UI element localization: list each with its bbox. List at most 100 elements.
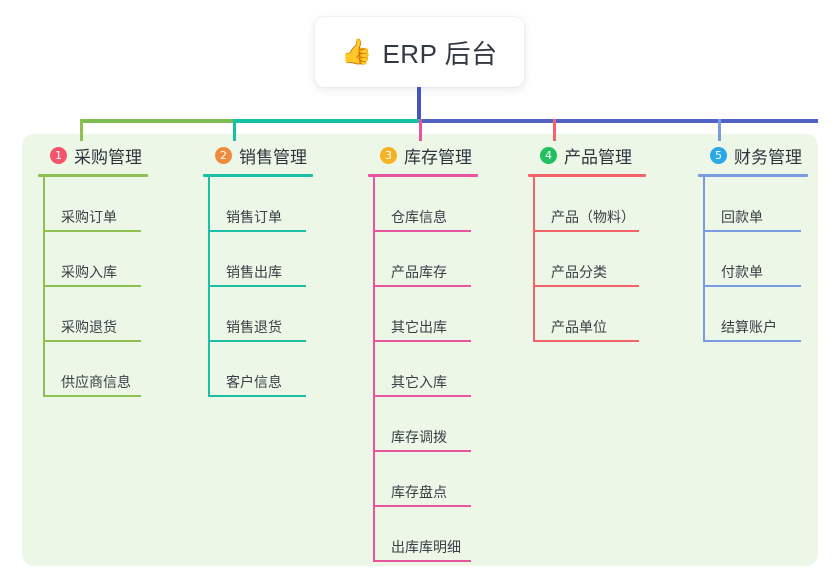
branch-column-4: 4 产品管理产品（物料） 产品分类产品单位 bbox=[528, 141, 646, 342]
branch-spine bbox=[373, 177, 375, 562]
branch-spine bbox=[43, 177, 45, 397]
branch-item-label: 付款单 bbox=[721, 264, 763, 280]
branch-item-label: 采购退货 bbox=[61, 319, 117, 335]
branch-item[interactable]: 其它入库 bbox=[373, 342, 478, 397]
branch-number-badge: 5 bbox=[710, 146, 727, 164]
branch-item[interactable]: 库存盘点 bbox=[373, 452, 478, 507]
branch-title: 财务管理 bbox=[734, 147, 802, 167]
branch-header-4[interactable]: 4 产品管理 bbox=[528, 141, 646, 169]
branch-item-rule bbox=[373, 505, 471, 507]
branch-item-rule bbox=[208, 285, 306, 287]
branch-item-label: 结算账户 bbox=[721, 319, 777, 335]
branch-header-rule bbox=[698, 174, 808, 177]
branch-item-rule bbox=[373, 560, 471, 562]
branch-header-rule bbox=[528, 174, 646, 177]
branch-item-rule bbox=[373, 285, 471, 287]
branch-item[interactable]: 销售退货 bbox=[208, 287, 313, 342]
branch-item-rule bbox=[533, 285, 639, 287]
branch-item-label: 仓库信息 bbox=[391, 209, 447, 225]
branch-item-rule bbox=[43, 340, 141, 342]
branch-item-rule bbox=[208, 340, 306, 342]
branch-item[interactable]: 仓库信息 bbox=[373, 177, 478, 232]
branch-item-rule bbox=[43, 230, 141, 232]
branch-item-label: 产品单位 bbox=[551, 319, 607, 335]
branches-panel bbox=[22, 134, 818, 566]
branch-item[interactable]: 采购退货 bbox=[43, 287, 148, 342]
thumbs-up-icon: 👍 bbox=[341, 37, 373, 66]
branch-item-label: 供应商信息 bbox=[61, 374, 131, 390]
branch-item[interactable]: 回款单 bbox=[703, 177, 808, 232]
branch-items: 回款单付款单结算账户 bbox=[698, 177, 808, 342]
branch-column-5: 5 财务管理回款单付款单结算账户 bbox=[698, 141, 808, 342]
branch-item-rule bbox=[373, 395, 471, 397]
branch-header-1[interactable]: 1 采购管理 bbox=[38, 141, 148, 169]
branch-item-label: 产品分类 bbox=[551, 264, 607, 280]
branch-item-rule bbox=[703, 340, 801, 342]
branch-item-rule bbox=[43, 395, 141, 397]
branch-item[interactable]: 库存调拨 bbox=[373, 397, 478, 452]
branch-items: 销售订单销售出库销售退货客户信息 bbox=[203, 177, 313, 397]
branch-item-label: 产品库存 bbox=[391, 264, 447, 280]
branch-item-label: 出库库明细 bbox=[391, 539, 461, 555]
root-stem bbox=[417, 87, 421, 123]
root-node-label: ERP 后台 bbox=[382, 38, 498, 69]
branch-item-rule bbox=[208, 230, 306, 232]
branch-item[interactable]: 产品库存 bbox=[373, 232, 478, 287]
branch-item-label: 其它出库 bbox=[391, 319, 447, 335]
branch-spine bbox=[208, 177, 210, 397]
branch-item[interactable]: 采购入库 bbox=[43, 232, 148, 287]
branch-item-label: 客户信息 bbox=[226, 374, 282, 390]
branch-item-label: 产品（物料） bbox=[551, 209, 635, 225]
branch-number-badge: 2 bbox=[215, 146, 232, 164]
branch-item[interactable]: 采购订单 bbox=[43, 177, 148, 232]
branch-header-rule bbox=[203, 174, 313, 177]
branch-item[interactable]: 客户信息 bbox=[208, 342, 313, 397]
branch-number-badge: 1 bbox=[50, 146, 67, 164]
branch-item-label: 销售退货 bbox=[226, 319, 282, 335]
bar-teal bbox=[233, 119, 419, 123]
branch-drop-4 bbox=[553, 119, 556, 141]
branch-column-1: 1 采购管理采购订单采购入库采购退货供应商信息 bbox=[38, 141, 148, 397]
branch-item-label: 库存盘点 bbox=[391, 484, 447, 500]
branch-column-3: 3 库存管理仓库信息产品库存其它出库其它入库库存调拨库存盘点出库库明细 bbox=[368, 141, 478, 562]
branch-title: 产品管理 bbox=[564, 147, 632, 167]
branch-item[interactable]: 销售出库 bbox=[208, 232, 313, 287]
branch-title: 采购管理 bbox=[74, 147, 142, 167]
branch-drop-2 bbox=[233, 119, 236, 141]
branch-item[interactable]: 其它出库 bbox=[373, 287, 478, 342]
branch-item-rule bbox=[373, 340, 471, 342]
branch-item[interactable]: 产品单位 bbox=[533, 287, 646, 342]
branch-item[interactable]: 销售订单 bbox=[208, 177, 313, 232]
branch-item-rule bbox=[43, 285, 141, 287]
branch-item-label: 销售出库 bbox=[226, 264, 282, 280]
branch-items: 采购订单采购入库采购退货供应商信息 bbox=[38, 177, 148, 397]
branch-item-label: 采购订单 bbox=[61, 209, 117, 225]
branch-item[interactable]: 供应商信息 bbox=[43, 342, 148, 397]
branch-item[interactable]: 出库库明细 bbox=[373, 507, 478, 562]
branch-item-label: 库存调拨 bbox=[391, 429, 447, 445]
root-node[interactable]: 👍 ERP 后台 bbox=[315, 17, 524, 87]
branch-header-5[interactable]: 5 财务管理 bbox=[698, 141, 808, 169]
bar-green bbox=[80, 119, 233, 123]
branch-number-badge: 4 bbox=[540, 146, 557, 164]
branch-number-badge: 3 bbox=[380, 146, 397, 164]
branch-item-rule bbox=[533, 340, 639, 342]
branch-item-rule bbox=[208, 395, 306, 397]
bar-indigo bbox=[419, 119, 818, 123]
branch-item[interactable]: 结算账户 bbox=[703, 287, 808, 342]
branch-item-rule bbox=[373, 230, 471, 232]
branch-item-label: 采购入库 bbox=[61, 264, 117, 280]
branch-title: 库存管理 bbox=[404, 147, 472, 167]
branch-drop-1 bbox=[80, 119, 83, 141]
branch-spine bbox=[703, 177, 705, 342]
branch-items: 产品（物料） 产品分类产品单位 bbox=[528, 177, 646, 342]
branch-item-label: 其它入库 bbox=[391, 374, 447, 390]
branch-item[interactable]: 产品分类 bbox=[533, 232, 646, 287]
branch-header-rule bbox=[38, 174, 148, 177]
branch-header-3[interactable]: 3 库存管理 bbox=[368, 141, 478, 169]
branch-item[interactable]: 付款单 bbox=[703, 232, 808, 287]
branch-item[interactable]: 产品（物料） bbox=[533, 177, 646, 232]
